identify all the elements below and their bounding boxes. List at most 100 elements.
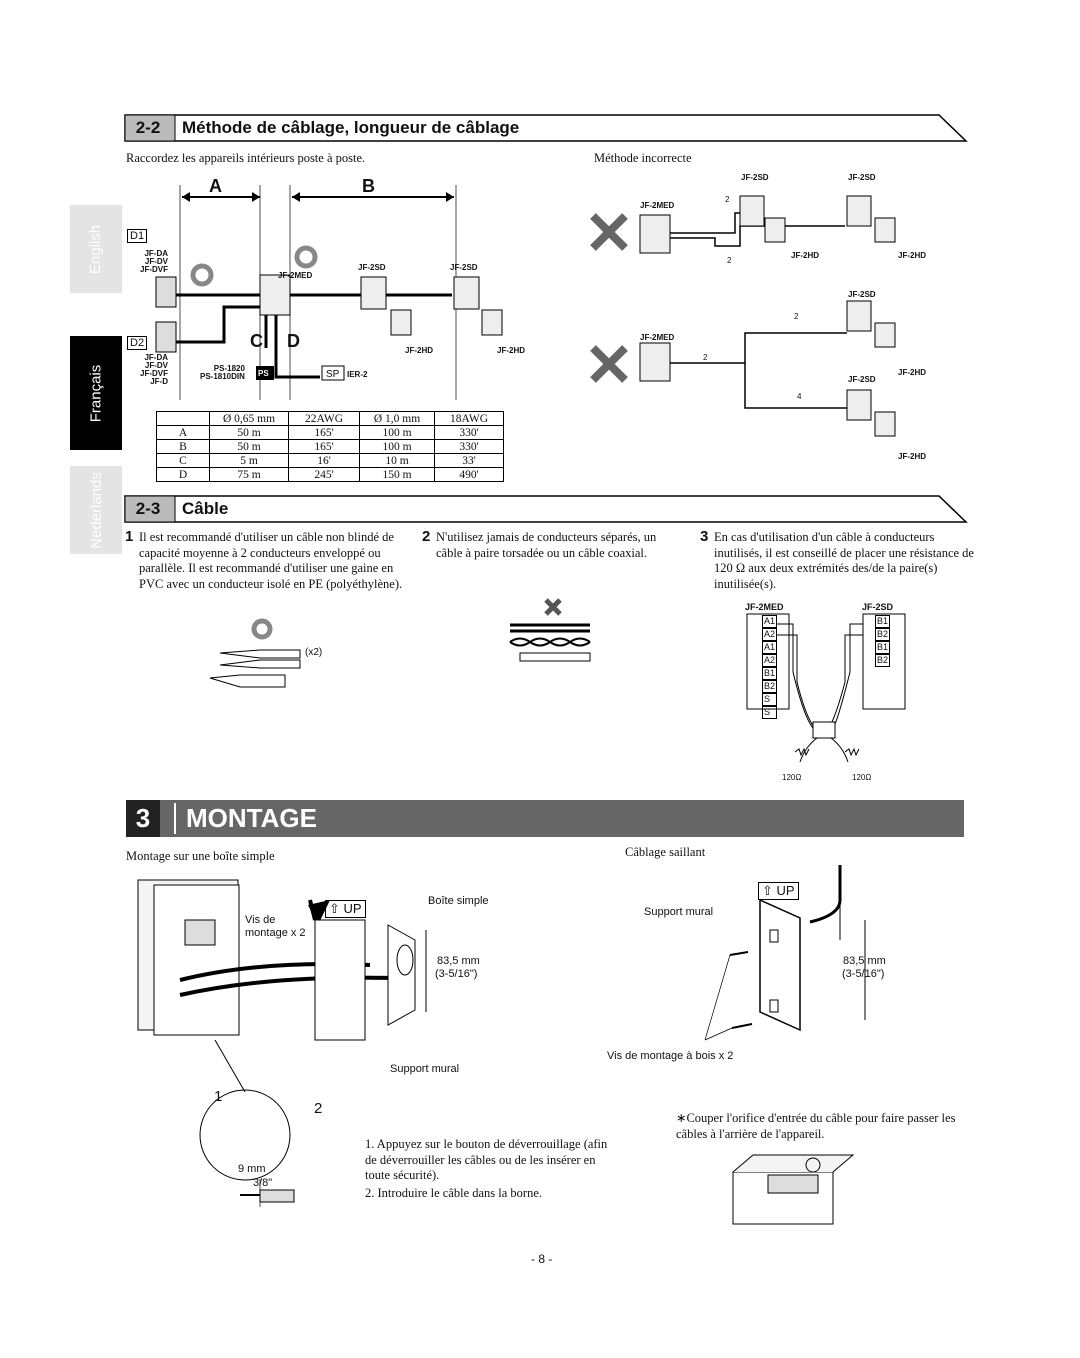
wire-count-label: 4 [797, 392, 802, 401]
terminal-label: B2 [875, 654, 891, 667]
terminal-label: B1 [762, 667, 778, 680]
dimension-mm-right: 83,5 mm [843, 955, 886, 967]
terminal-label: S [762, 706, 778, 719]
terminal-label: S [762, 693, 778, 706]
label-a: A [209, 176, 222, 196]
sp-label: SP [326, 369, 340, 380]
table-cell: 100 m [359, 439, 435, 454]
terminal-label: A2 [762, 628, 778, 641]
montage-title: MONTAGE [174, 803, 317, 834]
section-22-intro: Raccordez les appareils intérieurs poste… [126, 151, 366, 165]
table-cell: 245' [288, 467, 360, 482]
term-jf2med-label: JF-2MED [745, 602, 784, 612]
table-row: D 75 m 245' 150 m 490' [156, 467, 504, 482]
wrong-mark-icon [590, 213, 628, 251]
table-cell: B [156, 439, 210, 454]
jf2sd-label-2: JF-2SD [450, 263, 478, 272]
label-d2: D2 [127, 336, 148, 350]
term-left-block: A1 A2 A1 A2 B1 B2 S S [762, 615, 778, 719]
table-row: B 50 m 165' 100 m 330' [156, 439, 504, 454]
jf2med-label: JF-2MED [278, 271, 313, 280]
section-23-header-frame [124, 495, 968, 523]
cable-item-3-number: 3 [700, 528, 709, 545]
up-text: UP [343, 901, 362, 916]
step-2-label: 2 [314, 1100, 323, 1117]
section-23-title: Câble [182, 499, 229, 518]
table-header-row: Ø 0,65 mm 22AWG Ø 1,0 mm 18AWG [156, 411, 504, 426]
cable-item-1-number: 1 [125, 528, 134, 545]
label-c: C [250, 331, 263, 351]
terminal-label: B2 [762, 680, 778, 693]
label-d: D [287, 331, 300, 351]
cable-item-2: 2 N'utilisez jamais de conducteurs sépar… [422, 529, 676, 561]
terminal-label: B1 [875, 615, 891, 628]
up-label-right: ⇧ UP [758, 882, 799, 900]
table-cell: D [156, 467, 210, 482]
label-d1: D1 [127, 229, 148, 243]
single-box-label: Boîte simple [428, 895, 489, 907]
tab-francais: Français [70, 336, 122, 450]
ps-label: PS [258, 369, 269, 378]
surface-wiring-caption: Câblage saillant [625, 845, 706, 859]
terminal-diagram [746, 613, 906, 763]
table-row: A 50 m 165' 100 m 330' [156, 425, 504, 440]
terminal-label: A1 [762, 615, 778, 628]
section-23-header: 2-3 Câble [126, 496, 229, 522]
table-cell: 16' [288, 453, 360, 468]
strip-length-mm: 9 mm [238, 1163, 266, 1175]
wrong-mark-icon [590, 345, 628, 383]
table-cell: 75 m [209, 467, 289, 482]
jf2sd-label-1: JF-2SD [358, 263, 386, 272]
table-cell: C [156, 453, 210, 468]
resistor-label-left: 120Ω [782, 773, 802, 782]
single-box-mounting-illustration [137, 879, 427, 1181]
surface-wiring-illustration [704, 865, 866, 1041]
section-23-number: 2-3 [135, 499, 161, 518]
cable-item-2-text: N'utilisez jamais de conducteurs séparés… [436, 530, 657, 560]
cable-entry-note: ∗Couper l'orifice d'entrée du câble pour… [676, 1111, 956, 1141]
section-22-title: Méthode de câblage, longueur de câblage [182, 118, 520, 137]
table-cell: A [156, 425, 210, 440]
section-22-header: 2-2 Méthode de câblage, longueur de câbl… [126, 115, 520, 141]
dimension-mm-left: 83,5 mm [437, 955, 480, 967]
jf2hd-label-3: JF-2HD [791, 251, 820, 260]
forbidden-cables-illustration [509, 598, 591, 662]
wood-screws-label: Vis de montage à bois x 2 [607, 1050, 734, 1062]
table-cell: 165' [288, 439, 360, 454]
wall-bracket-label-right: Support mural [644, 906, 714, 918]
cable-item-3: 3 En cas d'utilisation d'un câble à cond… [700, 529, 974, 592]
section-22-number: 2-2 [135, 118, 161, 137]
terminal-label: B1 [875, 641, 891, 654]
strip-length-in: 3/8" [253, 1177, 273, 1189]
term-right-block: B1 B2 B1 B2 [875, 615, 891, 667]
jf2sd-label-3: JF-2SD [741, 173, 769, 182]
jf2hd-label-6: JF-2HD [898, 452, 927, 461]
wrong-mark-icon [544, 598, 562, 616]
cable-item-1: 1 Il est recommandé d'utiliser un câble … [125, 529, 409, 592]
table-header-cell: 18AWG [434, 411, 504, 426]
jf2hd-label-4: JF-2HD [898, 251, 927, 260]
table-cell: 50 m [209, 425, 289, 440]
table-cell: 100 m [359, 425, 435, 440]
tab-francais-label: Français [87, 364, 105, 422]
ps-models: PS-1820 PS-1810DIN [200, 364, 245, 381]
table-cell: 490' [434, 467, 504, 482]
tab-nederlands: Nederlands [70, 466, 122, 554]
table-header-cell [156, 411, 210, 426]
terminal-label: A2 [762, 654, 778, 667]
jf2sd-label-4: JF-2SD [848, 173, 876, 182]
step-1-label: 1 [214, 1088, 223, 1105]
table-header-cell: Ø 1,0 mm [359, 411, 435, 426]
wire-count-label: 2 [794, 312, 799, 321]
jf2sd-label-5: JF-2SD [848, 290, 876, 299]
tab-nederlands-label: Nederlands [87, 471, 105, 549]
terminal-label: B2 [875, 628, 891, 641]
cable-item-3-text: En cas d'utilisation d'un câble à conduc… [714, 530, 974, 591]
table-header-cell: Ø 0,65 mm [209, 411, 289, 426]
terminal-label: A1 [762, 641, 778, 654]
mounting-screws-label: Vis de montage x 2 [245, 914, 306, 939]
table-cell: 150 m [359, 467, 435, 482]
up-text: UP [776, 883, 795, 898]
term-jf2sd-label: JF-2SD [862, 602, 894, 612]
jf2sd-label-6: JF-2SD [848, 375, 876, 384]
